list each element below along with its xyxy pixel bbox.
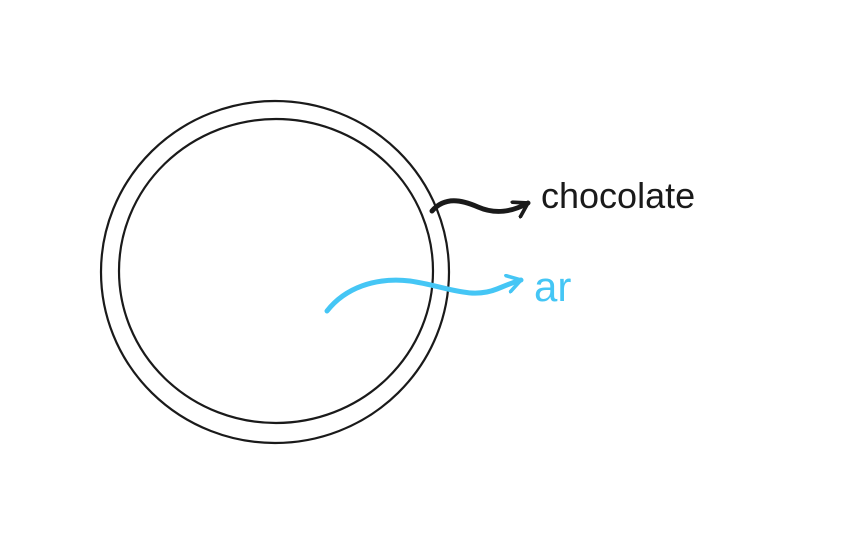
chocolate-arrow (429, 198, 531, 212)
inner-circle (117, 117, 435, 425)
outer-circle (99, 99, 451, 445)
air-label: ar (534, 263, 572, 310)
air-arrow (324, 280, 524, 314)
chocolate-label: chocolate (541, 175, 696, 216)
